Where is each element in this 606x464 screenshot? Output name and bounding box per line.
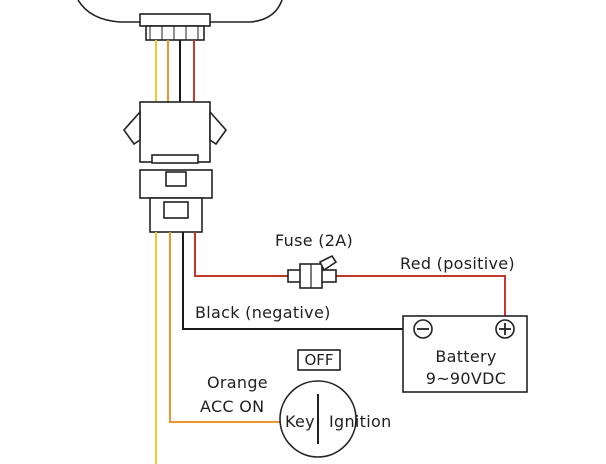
black-wire-label: Black (negative) bbox=[195, 303, 331, 322]
red-wire-to-battery bbox=[335, 275, 506, 316]
red-wire-lower bbox=[194, 232, 290, 277]
wire-sleeve bbox=[145, 25, 205, 41]
acc-on-label: ACC ON bbox=[200, 397, 264, 416]
device-port bbox=[139, 13, 211, 27]
off-label: OFF bbox=[304, 351, 333, 369]
orange-wire-label: Orange bbox=[207, 373, 268, 392]
fuse-label: Fuse (2A) bbox=[275, 231, 353, 250]
ignition-switch bbox=[279, 349, 357, 458]
connector-plug bbox=[122, 101, 228, 164]
battery-label: Battery bbox=[435, 347, 496, 366]
key-label: Key bbox=[285, 412, 315, 431]
battery bbox=[402, 315, 528, 393]
ignition-label: Ignition bbox=[329, 412, 392, 431]
red-wire-label: Red (positive) bbox=[400, 254, 515, 273]
battery-voltage: 9~90VDC bbox=[426, 369, 506, 388]
black-wire-lower bbox=[182, 232, 403, 330]
fuse-icon bbox=[287, 254, 338, 289]
orange-wire-lower bbox=[169, 232, 288, 423]
connector-socket bbox=[139, 169, 213, 233]
